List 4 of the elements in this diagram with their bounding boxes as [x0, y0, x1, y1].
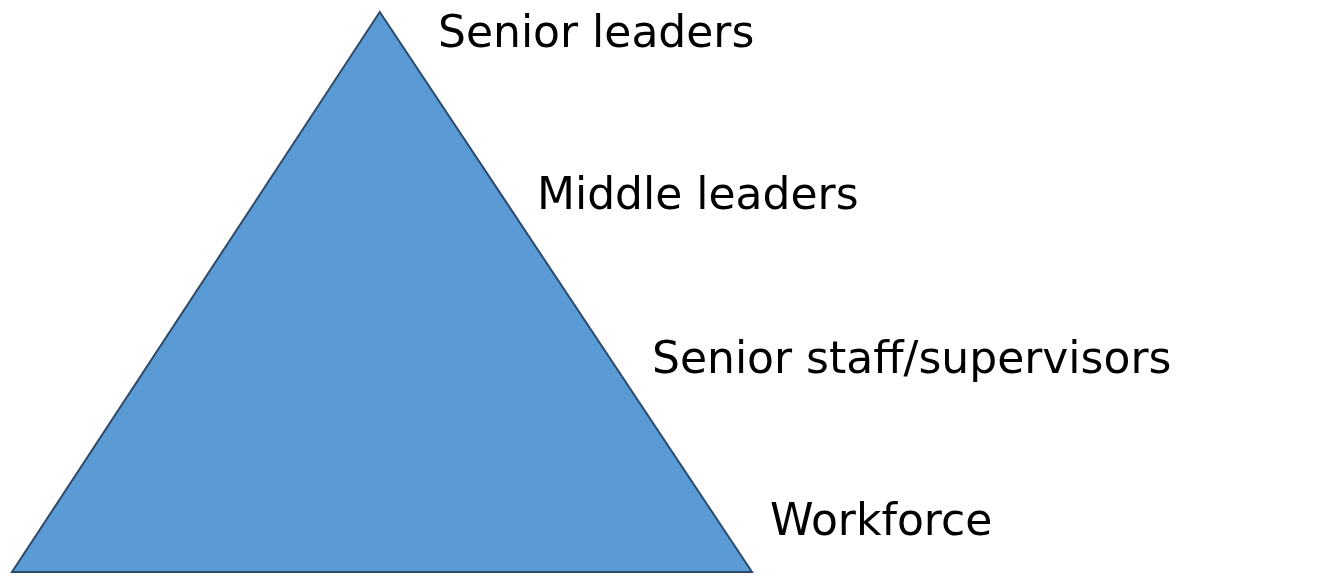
- level-label: Senior leaders: [438, 8, 755, 57]
- level-label: Workforce: [770, 496, 993, 545]
- level-label: Senior staff/supervisors: [652, 334, 1172, 383]
- level-label: Middle leaders: [537, 170, 859, 219]
